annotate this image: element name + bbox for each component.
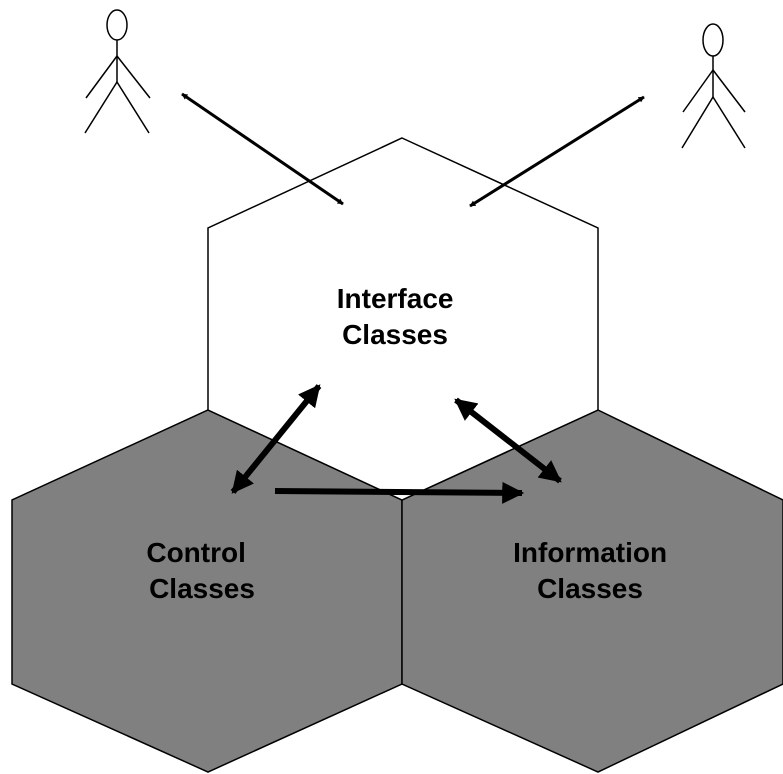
actor-right-interface-arrow (469, 95, 645, 208)
control-label-line2: Classes (149, 573, 255, 604)
interface-classes-label: Interface Classes (337, 283, 462, 350)
actor-right-icon (681, 23, 746, 149)
actor-left-interface-arrow (181, 92, 344, 206)
actor-left-icon (84, 9, 151, 134)
interface-control-arrow (230, 384, 322, 494)
control-information-arrow (274, 481, 525, 504)
information-label-line1: Information (513, 537, 667, 568)
control-label-line1: Control (146, 537, 246, 568)
control-classes-label: Control Classes (146, 537, 255, 604)
interface-information-arrow (454, 397, 562, 484)
interface-label-line2: Classes (342, 319, 448, 350)
information-classes-label: Information Classes (513, 537, 675, 604)
information-label-line2: Classes (537, 573, 643, 604)
interface-label-line1: Interface (337, 283, 454, 314)
